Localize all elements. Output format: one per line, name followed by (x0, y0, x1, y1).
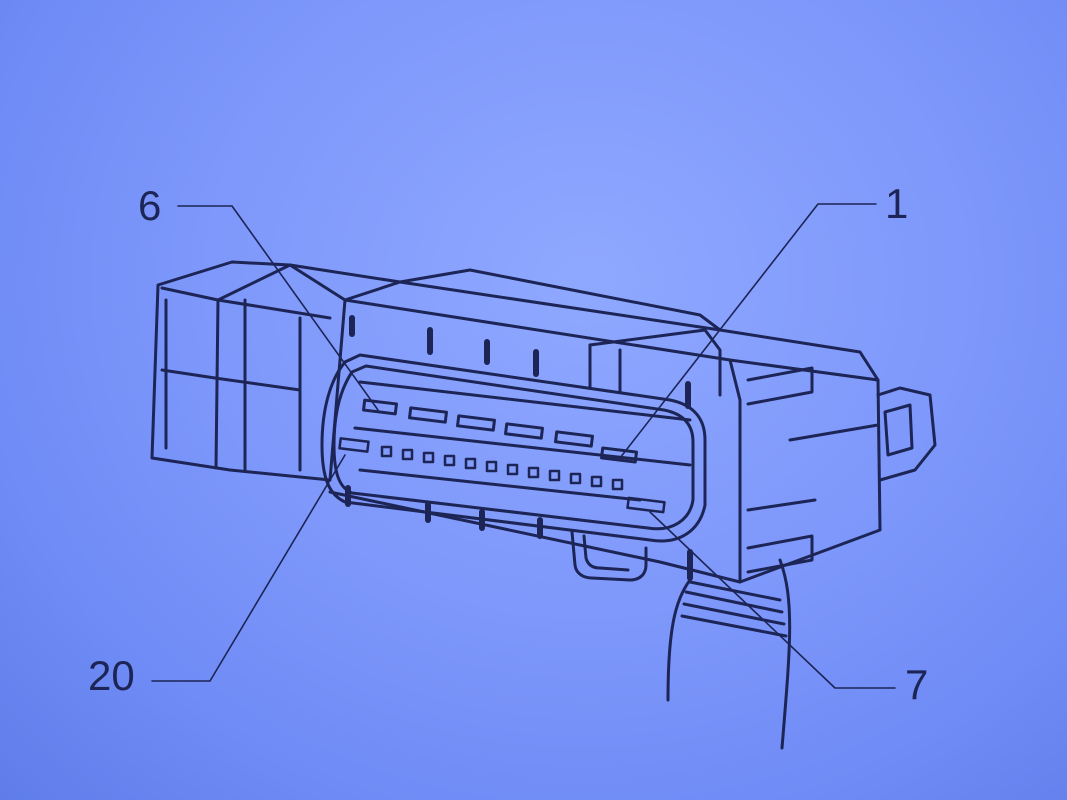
bottom-latches (345, 485, 693, 581)
cable (666, 558, 792, 750)
bottom-key (570, 530, 648, 582)
connector-face (320, 353, 707, 543)
callout-pin-1: 1 (885, 180, 909, 227)
upper-pin-row (362, 398, 638, 464)
callout-pin-20: 20 (88, 652, 135, 699)
lower-pin-row (338, 437, 666, 514)
locking-tab (746, 366, 937, 574)
callout-pin-6: 6 (138, 182, 162, 229)
leader-lines (151, 203, 896, 689)
callout-pin-7: 7 (905, 661, 929, 708)
top-latches (349, 315, 691, 409)
rear-housing (150, 260, 347, 482)
connector-body (288, 263, 882, 584)
